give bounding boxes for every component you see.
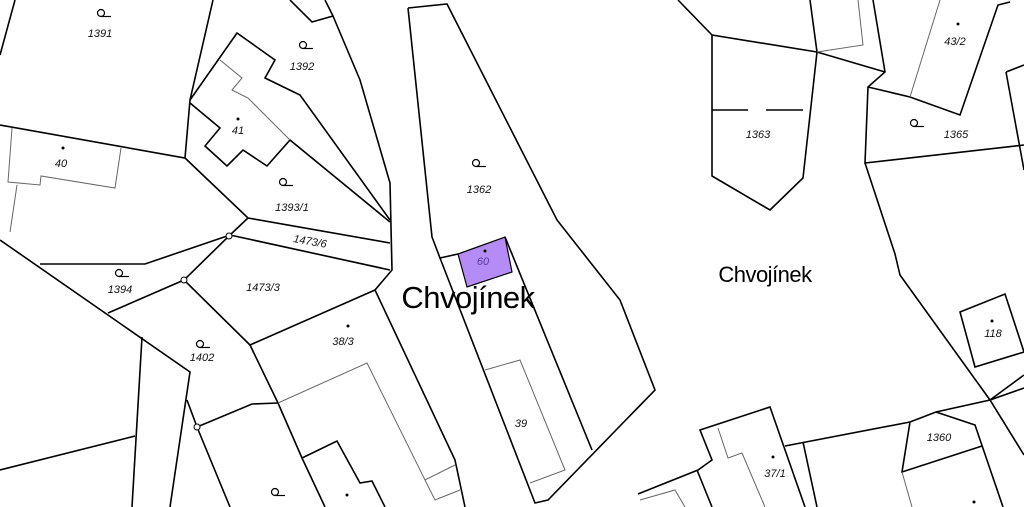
parcel-label[interactable]: 1363 bbox=[745, 129, 771, 141]
garden-symbol-icon bbox=[270, 487, 285, 497]
garden-symbol-icon bbox=[96, 8, 111, 18]
place-name: Chvojínek bbox=[718, 262, 812, 287]
parcel-label[interactable]: 39 bbox=[514, 418, 528, 430]
parcel-label[interactable]: 1402 bbox=[189, 352, 215, 364]
parcel-label[interactable]: 1393/1 bbox=[275, 202, 309, 214]
parcel-label[interactable]: 1365 bbox=[943, 129, 969, 141]
parcel-label[interactable]: 37/1 bbox=[764, 468, 786, 480]
garden-symbol-icon bbox=[909, 118, 924, 128]
parcel-label[interactable]: 1392 bbox=[289, 61, 315, 73]
garden-symbol-icon bbox=[278, 177, 293, 187]
parcel-label[interactable]: 1473/3 bbox=[246, 282, 280, 294]
parcel-label[interactable]: 1391 bbox=[87, 28, 113, 40]
building-dot-icon bbox=[771, 455, 775, 459]
parcel-label[interactable]: 1394 bbox=[107, 284, 133, 296]
building-dot-icon bbox=[346, 324, 350, 328]
building-dot-icon bbox=[483, 249, 487, 253]
building-dot-icon bbox=[345, 493, 349, 497]
building-dot-icon bbox=[956, 22, 960, 26]
building-dot-icon bbox=[990, 319, 994, 323]
parcel-label[interactable]: 38/3 bbox=[332, 336, 354, 348]
parcel-label[interactable]: 118 bbox=[984, 328, 1002, 340]
parcel-label[interactable]: 43/2 bbox=[944, 36, 966, 48]
garden-symbol-icon bbox=[114, 268, 129, 278]
parcel-label[interactable]: 40 bbox=[54, 158, 68, 170]
building-dot-icon bbox=[972, 500, 976, 504]
garden-symbol-icon bbox=[195, 339, 210, 349]
parcel-label[interactable]: 1360 bbox=[926, 432, 952, 444]
place-name-large: Chvojínek bbox=[401, 280, 535, 315]
highlighted-parcel-60[interactable] bbox=[457, 236, 513, 288]
garden-symbol-icon bbox=[298, 40, 313, 50]
parcel-label[interactable]: 41 bbox=[231, 125, 245, 137]
parcel-label-highlighted[interactable]: 60 bbox=[476, 256, 490, 268]
building-dot-icon bbox=[236, 117, 240, 121]
parcel-label[interactable]: 1362 bbox=[466, 184, 492, 196]
garden-symbol-icon bbox=[471, 158, 486, 168]
building-dot-icon bbox=[61, 146, 65, 150]
